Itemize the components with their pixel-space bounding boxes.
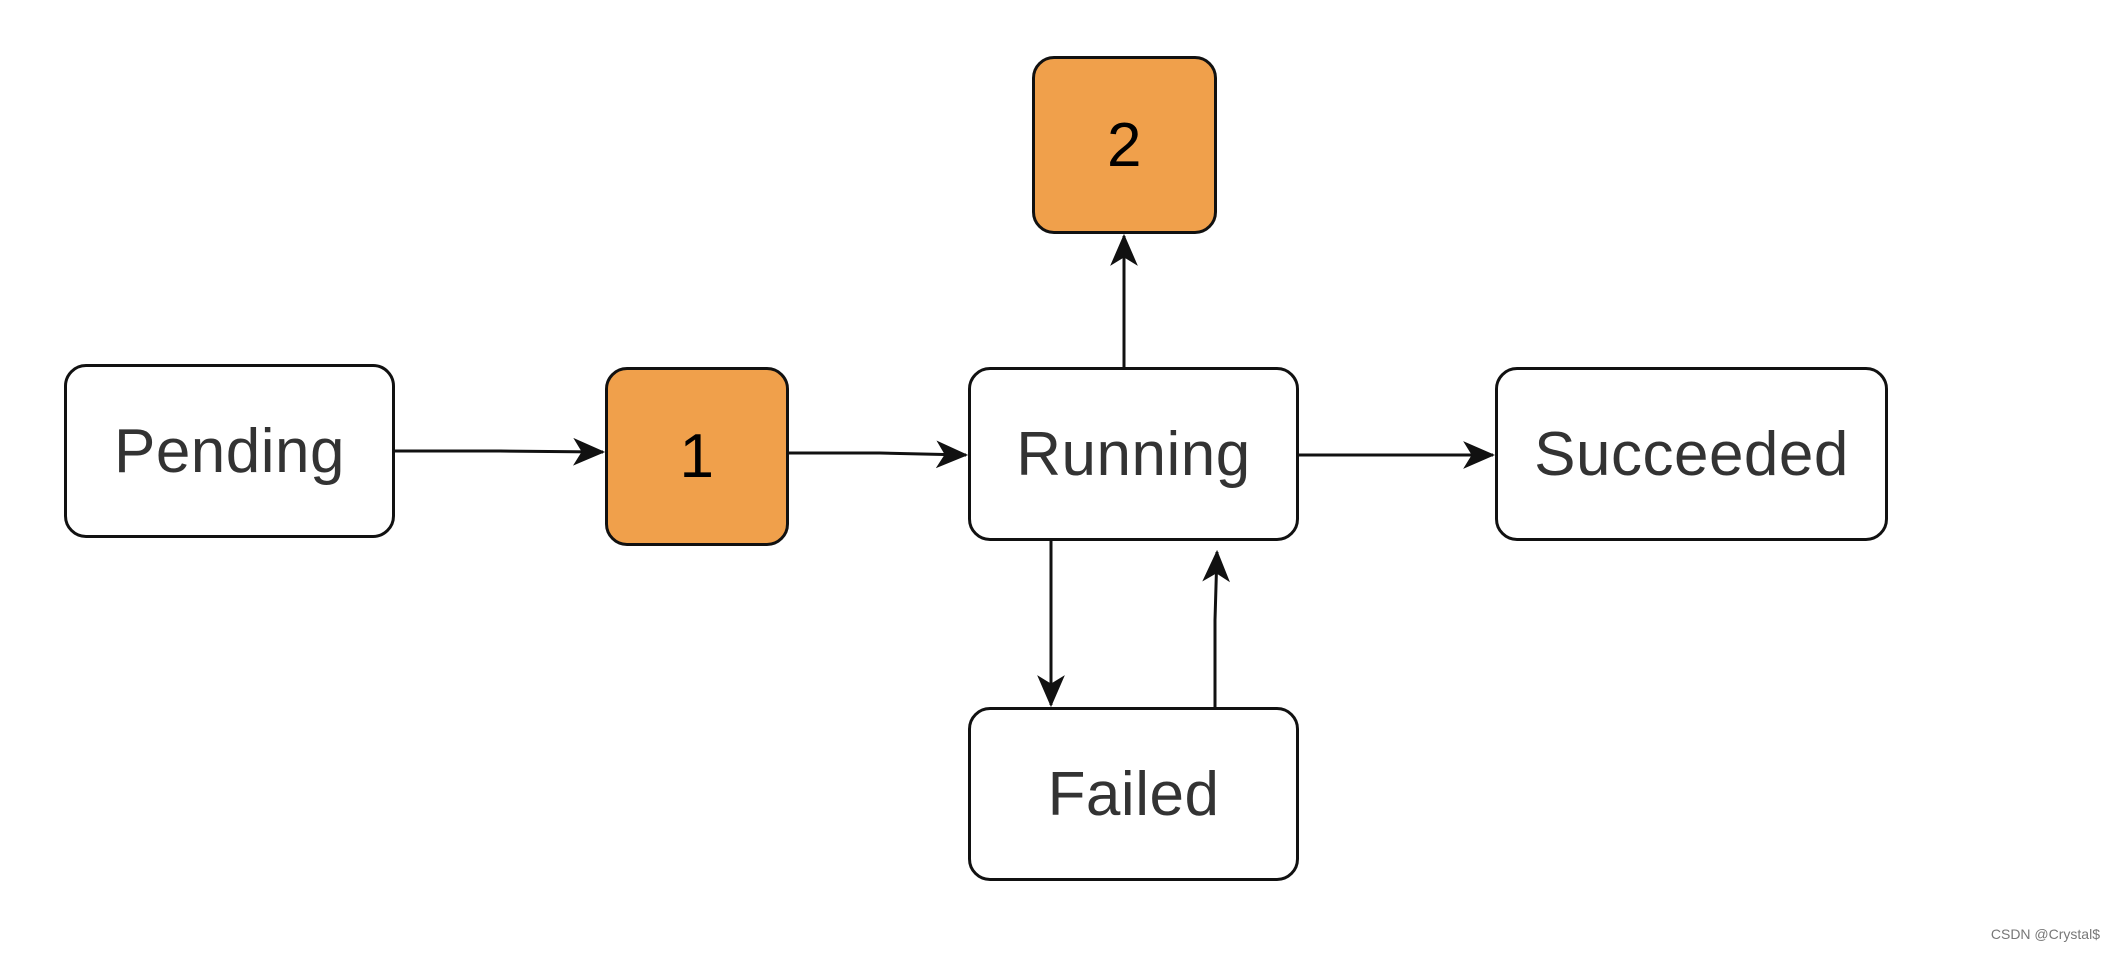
watermark: CSDN @Crystal$ [1990,926,2100,942]
node-running-label: Running [1016,419,1251,489]
edge-pending-to-1 [395,437,606,466]
edge-failed-to-running [1202,549,1230,707]
node-succeeded: Succeeded [1495,367,1888,541]
node-running: Running [968,367,1299,541]
node-step-2: 2 [1032,56,1217,234]
edge-1-to-running [789,440,969,469]
node-pending: Pending [64,364,395,538]
node-step-1-label: 1 [679,422,715,491]
node-step-1: 1 [605,367,789,546]
node-pending-label: Pending [113,416,346,486]
node-succeeded-label: Succeeded [1534,419,1849,489]
node-failed-label: Failed [1047,759,1220,829]
node-failed: Failed [968,707,1299,881]
node-step-2-label: 2 [1107,110,1142,180]
